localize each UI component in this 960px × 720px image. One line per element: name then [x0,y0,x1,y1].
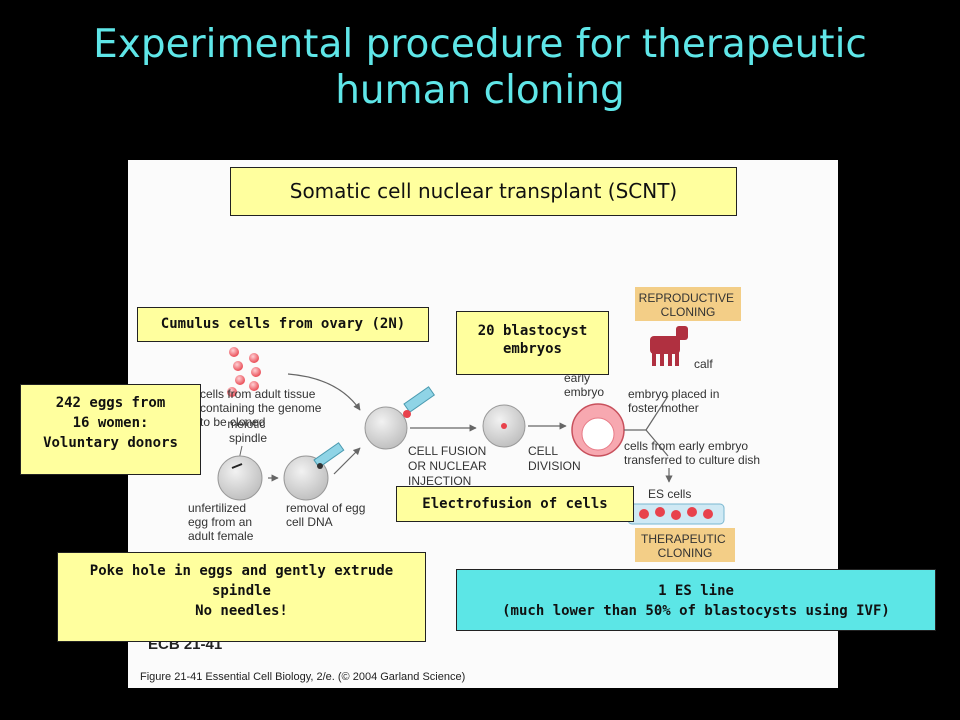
electrofusion-callout: Electrofusion of cells [396,486,634,522]
injection-pipette-icon [403,386,436,413]
cumulus-callout: Cumulus cells from ovary (2N) [137,307,429,342]
blastocyst-line1: 20 blastocyst [477,323,588,339]
blastocyst-callout: 20 blastocyst embryos [456,311,609,375]
fusion-cell [364,406,408,450]
label-fusion: CELL FUSION OR NUCLEAR INJECTION [408,444,490,488]
poke-line3: No needles! [195,603,288,619]
blastocyst-line2: embryos [502,341,562,357]
slide-title-line2: human cloning [335,68,625,113]
enucleated-egg [283,455,329,501]
esline-line1: 1 ES line [658,583,734,599]
poke-line1: Poke hole in eggs and gently extrude [89,563,394,579]
donor-nucleus [403,410,411,418]
removed-dna [317,463,323,469]
adult-cell [227,387,237,397]
poke-callout: Poke hole in eggs and gently extrude spi… [57,552,426,642]
scnt-callout: Somatic cell nuclear transplant (SCNT) [230,167,737,216]
pipette-icon [313,442,345,469]
esline-line2: (much lower than 50% of blastocysts usin… [502,603,890,619]
label-cells-adult: cells from adult tissue containing the g… [200,387,325,429]
adult-cell [249,353,259,363]
label-division: CELL DIVISION [528,444,581,473]
branch-reproductive [645,395,669,431]
label-calf: calf [694,357,713,371]
figure-caption: Figure 21-41 Essential Cell Biology, 2/e… [140,671,465,683]
unfertilized-egg [217,455,263,501]
reproductive-cloning-label [635,287,741,321]
slide-title: Experimental procedure for therapeutic h… [0,22,960,114]
eggs-line3: Voluntary donors [43,435,178,451]
label-es-cells: ES cells [648,487,691,501]
label-placed: embryo placed in foster mother [628,387,723,415]
adult-cells-cluster [227,347,261,397]
label-removal: removal of egg cell DNA [286,501,369,529]
eggs-callout: 242 eggs from 16 women: Voluntary donors [20,384,201,475]
es-line-callout: 1 ES line (much lower than 50% of blasto… [456,569,936,631]
blastocoel [581,417,615,451]
eggs-line2: 16 women: [72,415,149,431]
adult-cell [249,381,259,391]
meiotic-spindle-mark [231,463,243,469]
transferred-nucleus [501,423,507,429]
culture-dish-icon [627,503,725,525]
arrow-enucleated-to-fusion [333,447,361,475]
reproductive-cloning-text: REPRODUCTIVE CLONING [639,291,738,319]
slide-title-line1: Experimental procedure for therapeutic [93,22,867,67]
adult-cell [229,347,239,357]
label-meiotic-spindle: meiotic spindle [227,417,268,445]
calf-icon [650,326,688,366]
adult-cell [251,367,261,377]
label-unfertilized: unfertilized egg from an adult female [188,501,255,543]
label-early-embryo: early embryo [564,371,604,399]
therapeutic-cloning-text: THERAPEUTIC CLONING [641,532,729,560]
adult-cell [233,361,243,371]
label-transferred: cells from early embryo transferred to c… [624,439,760,467]
eggs-line1: 242 eggs from [55,395,166,411]
poke-line2: spindle [211,583,271,599]
cloning-diagram: cells from adult tissue containing the g… [140,287,760,683]
adult-cell [235,375,245,385]
branch-therapeutic [645,429,669,457]
therapeutic-cloning-label [635,528,735,562]
arrow-adult-to-fusion [287,373,361,411]
